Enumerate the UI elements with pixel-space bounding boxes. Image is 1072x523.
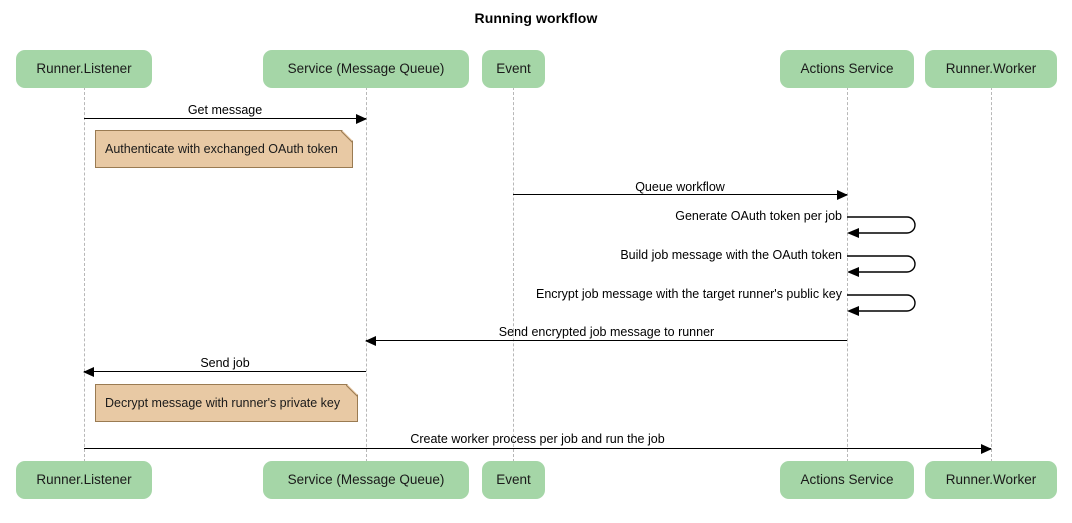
note-text: Decrypt message with runner's private ke…	[105, 395, 341, 410]
arrowhead-icon	[981, 444, 992, 454]
participant-label: Event	[496, 61, 531, 77]
message-label-send-encrypted-job-message-to-runner: Send encrypted job message to runner	[498, 325, 715, 339]
lifeline-runner-worker	[991, 87, 992, 462]
arrowhead-icon	[365, 336, 376, 346]
arrowhead-icon	[847, 228, 859, 238]
note-authenticate-with-exchanged-oauth-token: Authenticate with exchanged OAuth token	[95, 130, 354, 168]
self-message-build-job-message-with-the-oauth-token	[847, 249, 931, 279]
note-text: Authenticate with exchanged OAuth token	[105, 141, 338, 156]
participant-header-runner-listener[interactable]: Runner.Listener	[16, 50, 152, 88]
note-fold-corner-icon	[347, 384, 358, 395]
participant-label: Runner.Listener	[36, 61, 132, 77]
participant-label: Actions Service	[800, 61, 894, 77]
participant-footer-service-message-queue[interactable]: Service (Message Queue)	[263, 461, 469, 499]
note-fold-corner-icon	[342, 130, 353, 141]
participant-header-actions-service[interactable]: Actions Service	[780, 50, 914, 88]
participant-header-runner-worker[interactable]: Runner.Worker	[925, 50, 1057, 88]
note-decrypt-message-with-runners-private-key: Decrypt message with runner's private ke…	[95, 384, 359, 422]
participant-label: Runner.Listener	[36, 472, 132, 488]
participant-label: Service (Message Queue)	[287, 472, 445, 488]
arrowhead-icon	[847, 306, 859, 316]
page-title: Running workflow	[474, 10, 598, 26]
self-message-generate-oauth-token-per-job	[847, 210, 931, 240]
message-label-send-job: Send job	[200, 356, 250, 370]
participant-footer-runner-worker[interactable]: Runner.Worker	[925, 461, 1057, 499]
participant-footer-runner-listener[interactable]: Runner.Listener	[16, 461, 152, 499]
message-arrow-queue-workflow	[513, 190, 848, 200]
message-arrow-send-job	[83, 367, 366, 377]
message-arrow-send-encrypted-job-message-to-runner	[365, 336, 847, 346]
participant-label: Service (Message Queue)	[287, 61, 445, 77]
lifeline-event	[513, 87, 514, 462]
message-arrow-get-message	[84, 114, 367, 124]
message-label-get-message: Get message	[187, 103, 263, 117]
self-message-label-encrypt-job-message-with-the-target-runners-public-key: Encrypt job message with the target runn…	[535, 287, 842, 301]
participant-footer-actions-service[interactable]: Actions Service	[780, 461, 914, 499]
lifeline-actions-service	[847, 87, 848, 462]
arrowhead-icon	[83, 367, 94, 377]
arrowhead-icon	[847, 267, 859, 277]
lifeline-runner-listener	[84, 87, 85, 462]
participant-footer-event[interactable]: Event	[482, 461, 545, 499]
message-label-queue-workflow: Queue workflow	[635, 180, 725, 194]
self-message-encrypt-job-message-with-the-target-runners-public-key	[847, 288, 931, 318]
participant-label: Actions Service	[800, 472, 894, 488]
arrowhead-icon	[837, 190, 848, 200]
participant-label: Runner.Worker	[945, 61, 1037, 77]
participant-label: Runner.Worker	[945, 472, 1037, 488]
message-arrow-create-worker-process-per-job-and-run-the-job	[84, 444, 992, 454]
message-label-create-worker-process-per-job-and-run-the-job: Create worker process per job and run th…	[410, 432, 665, 446]
participant-header-service-message-queue[interactable]: Service (Message Queue)	[263, 50, 469, 88]
arrowhead-icon	[356, 114, 367, 124]
self-message-label-build-job-message-with-the-oauth-token: Build job message with the OAuth token	[620, 248, 842, 262]
participant-label: Event	[496, 472, 531, 488]
self-message-label-generate-oauth-token-per-job: Generate OAuth token per job	[675, 209, 842, 223]
participant-header-event[interactable]: Event	[482, 50, 545, 88]
lifeline-service-message-queue	[366, 87, 367, 462]
